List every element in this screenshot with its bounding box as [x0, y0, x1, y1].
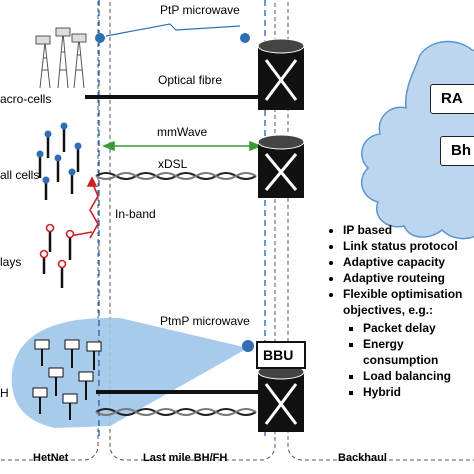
relays-label: lays — [0, 255, 22, 269]
small-cells-label: all cells — [0, 168, 40, 182]
mmwave-label: mmWave — [157, 125, 208, 139]
backhaul-footer: Backhaul — [338, 452, 387, 464]
feature-item: Adaptive capacity — [343, 254, 474, 270]
backhaul-panel — [287, 0, 474, 461]
backhaul-feature-list: IP based Link status protocol Adaptive c… — [325, 222, 474, 400]
optical-fibre-label: Optical fibre — [158, 73, 223, 87]
ptp-antenna-right — [240, 33, 250, 43]
hetnet-footer: HetNet — [33, 452, 69, 464]
feature-item: Adaptive routeing — [343, 270, 474, 286]
ptmp-antenna — [242, 340, 254, 352]
cloud-box-bottom: Bh — [440, 136, 474, 166]
feature-sub-item: Hybrid — [363, 384, 471, 400]
router-top — [257, 38, 305, 110]
hetnet-panel — [0, 0, 99, 461]
relay-nodes — [42, 230, 72, 288]
feature-item: IP based — [343, 222, 474, 238]
ptmp-cell-heads — [32, 339, 102, 404]
feature-item: Link status protocol — [343, 238, 474, 254]
xdsl-label: xDSL — [158, 157, 188, 171]
feature-sub-item: Energy consumption — [363, 336, 471, 368]
ptmp-coverage-cone — [11, 317, 248, 428]
last-mile-footer: Last mile BH/FH — [143, 452, 228, 464]
ptp-microwave-label: PtP microwave — [160, 3, 240, 17]
inband-links — [69, 176, 99, 239]
relay-heads — [39, 223, 75, 269]
cloud-box-top: RA — [430, 84, 474, 114]
mmwave-link — [101, 140, 263, 152]
ptmp-microwave-label: PtmP microwave — [160, 314, 250, 328]
ptp-antenna-left — [95, 33, 105, 43]
xdsl-link — [95, 172, 257, 180]
feature-sub-item: Load balancing — [363, 368, 471, 384]
feature-sub-item: Packet delay — [363, 320, 471, 336]
last-mile-panel — [109, 0, 276, 461]
macro-cell-towers — [35, 27, 87, 89]
ptp-microwave-link — [105, 23, 241, 37]
macro-cells-label: acro-cells — [0, 92, 52, 106]
bbu-label: BBU — [263, 347, 294, 363]
router-middle — [257, 134, 305, 198]
small-cell-heads — [36, 122, 82, 184]
inband-label: In-band — [115, 207, 156, 221]
ptmp-cell-cluster — [39, 348, 95, 420]
small-cells — [38, 128, 80, 200]
bbu-xdsl-link — [95, 408, 257, 416]
feature-item-label: Flexible optimisation objectives, e.g.: — [343, 287, 463, 317]
bottom-cell-label: H — [0, 386, 9, 400]
feature-item: Flexible optimisation objectives, e.g.: … — [343, 286, 474, 400]
bbu-router — [256, 341, 306, 432]
